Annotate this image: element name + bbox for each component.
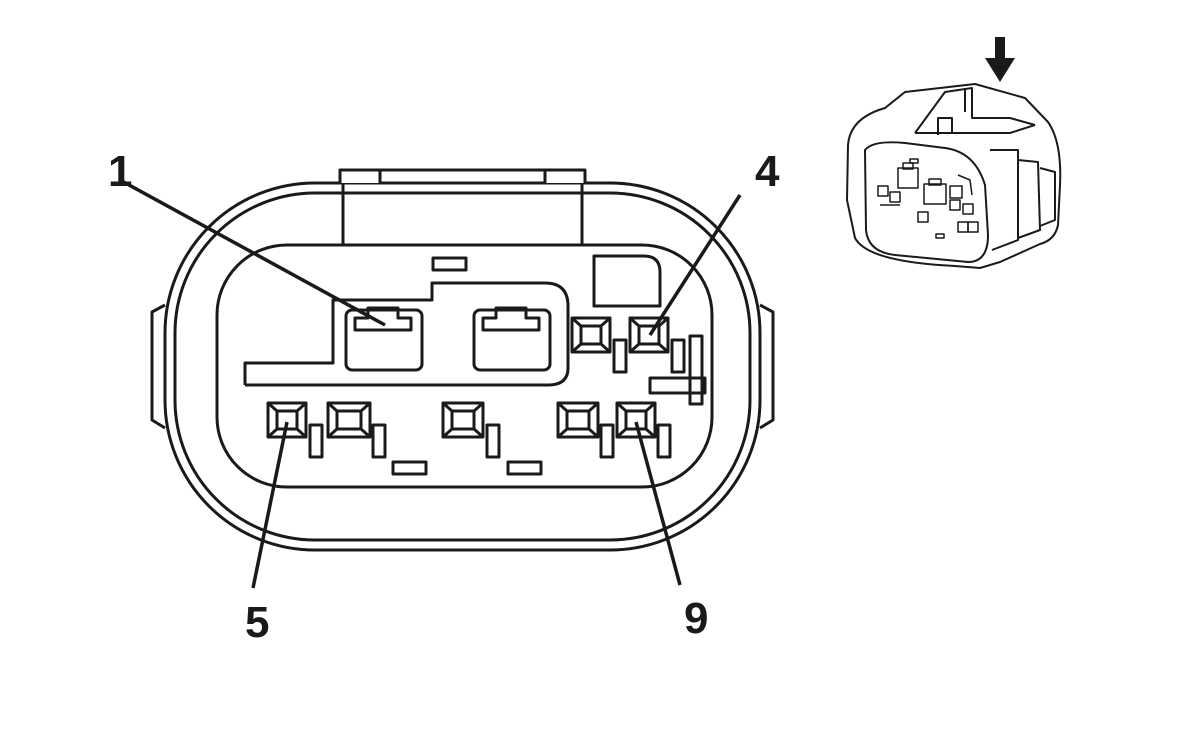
pin-label-1: 1 bbox=[108, 147, 132, 196]
left-side-rib bbox=[150, 303, 166, 430]
leader-line-pin4 bbox=[648, 194, 742, 336]
perspective-latch bbox=[914, 87, 1036, 134]
coding-mark-bottom-right bbox=[506, 460, 543, 476]
perspective-front-face bbox=[864, 141, 989, 263]
coding-mark-top bbox=[431, 256, 468, 272]
housing-inner-outline bbox=[173, 191, 752, 542]
inner-cavity bbox=[215, 243, 714, 489]
pin-label-9: 9 bbox=[684, 594, 708, 643]
connector-perspective-view bbox=[846, 83, 1062, 269]
large-socket-pin2 bbox=[472, 306, 552, 372]
latch-tab-left bbox=[338, 168, 382, 183]
terminal-pin8 bbox=[556, 401, 615, 459]
terminal-pin6 bbox=[326, 401, 387, 459]
keying-block bbox=[592, 254, 662, 308]
connector-face bbox=[150, 168, 775, 552]
leader-line-pin5 bbox=[251, 421, 289, 589]
large-socket-platform bbox=[245, 281, 570, 387]
terminal-pin7 bbox=[441, 401, 501, 459]
perspective-body-outline bbox=[846, 83, 1062, 269]
pin-label-4: 4 bbox=[755, 147, 780, 196]
terminal-pin4 bbox=[628, 316, 686, 374]
polarization-bar bbox=[648, 376, 707, 395]
polarization-post bbox=[688, 334, 704, 406]
coding-mark-bottom-left bbox=[391, 460, 428, 476]
pin-label-5: 5 bbox=[245, 598, 269, 647]
terminal-pin3 bbox=[570, 316, 628, 374]
right-side-rib bbox=[759, 303, 775, 430]
perspective-cavities bbox=[877, 158, 979, 239]
terminal-pin5 bbox=[266, 401, 324, 459]
leader-lines bbox=[119, 178, 742, 589]
leader-line-pin1 bbox=[119, 178, 386, 327]
terminal-pin9 bbox=[615, 401, 672, 459]
leader-line-pin9 bbox=[634, 421, 682, 586]
large-socket-pin1 bbox=[344, 306, 424, 372]
key-plate-left bbox=[243, 320, 335, 385]
arrow-down-icon bbox=[985, 37, 1015, 82]
latch-tab-right bbox=[543, 168, 587, 183]
